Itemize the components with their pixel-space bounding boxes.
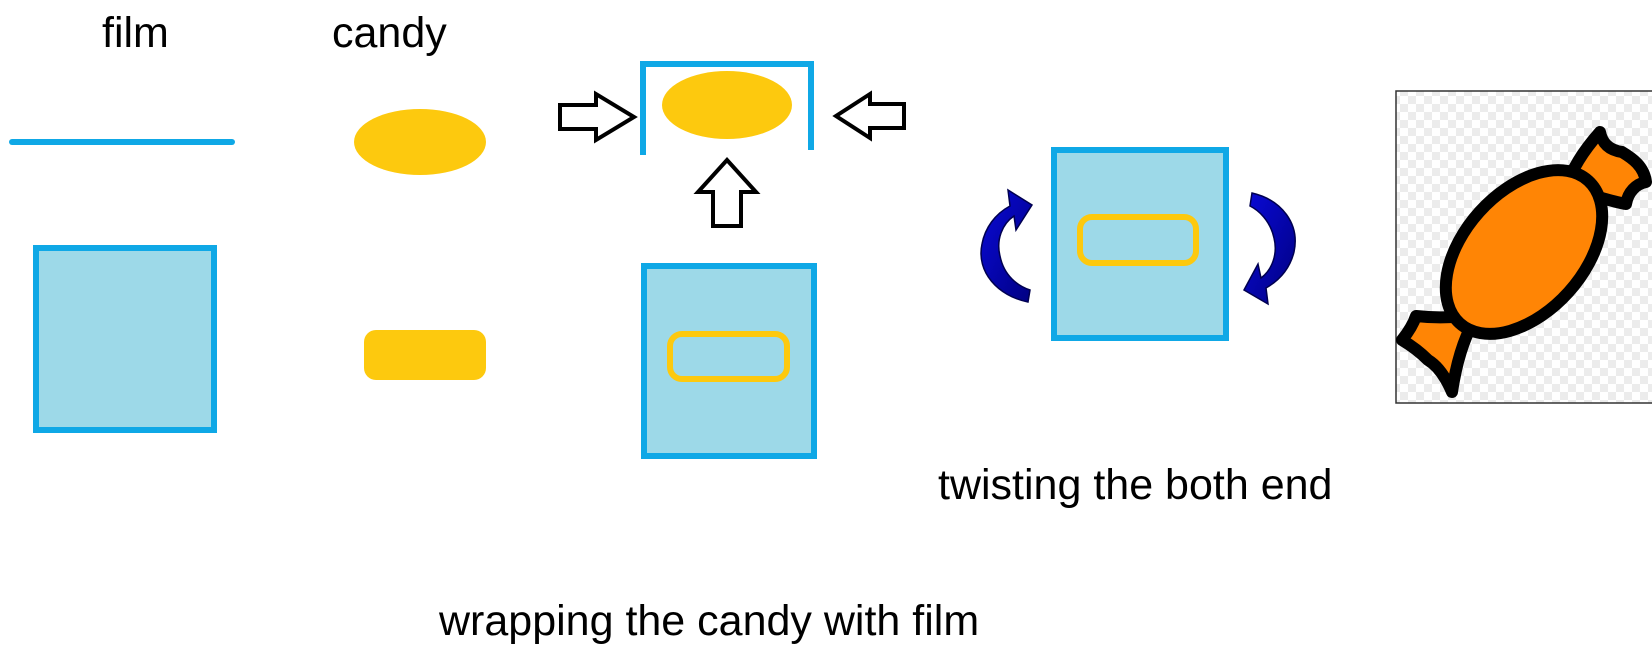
arrow-up-outline-icon bbox=[693, 157, 761, 228]
film-folding bbox=[640, 61, 814, 155]
film-sheet bbox=[36, 248, 214, 430]
candy-label: candy bbox=[332, 9, 447, 57]
candy-in-film bbox=[662, 71, 792, 139]
candy-side-view bbox=[354, 109, 486, 175]
wrapping-caption: wrapping the candy with film bbox=[439, 597, 980, 645]
arrow-right-outline-icon bbox=[558, 90, 638, 144]
wrapped-candy-icon bbox=[1395, 90, 1652, 404]
candy-top-view bbox=[364, 330, 486, 380]
wrapper-end-bottom bbox=[1402, 314, 1478, 392]
wrapped-film-sheet-border bbox=[641, 263, 817, 459]
wrapped-candy-outline bbox=[667, 331, 790, 382]
twisted-film-sheet-border bbox=[1051, 147, 1229, 341]
film-label: film bbox=[102, 9, 169, 57]
curved-arrow-icon bbox=[1242, 192, 1296, 306]
curved-arrow-icon bbox=[980, 188, 1034, 303]
twisted-candy-outline bbox=[1077, 214, 1199, 266]
result-frame bbox=[1395, 90, 1652, 404]
film-sheet-border bbox=[33, 245, 217, 433]
twisting-caption: twisting the both end bbox=[938, 461, 1333, 509]
arrow-left-outline-icon bbox=[832, 90, 906, 142]
